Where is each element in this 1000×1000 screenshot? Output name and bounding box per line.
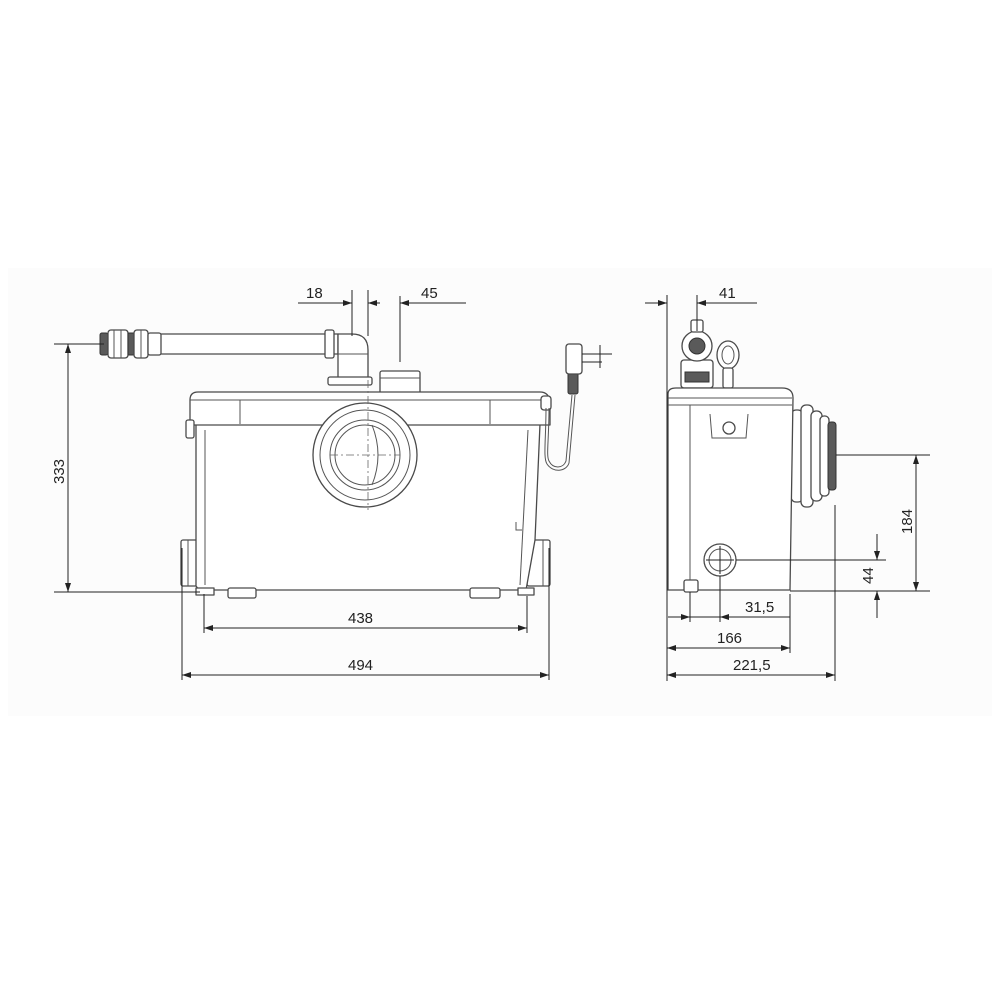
arrowhead	[667, 672, 676, 678]
arrowhead	[518, 625, 527, 631]
dimension-label: 438	[348, 610, 373, 627]
arrowhead	[667, 645, 676, 651]
outlet-cone	[790, 404, 837, 508]
arrowhead	[720, 614, 729, 620]
foot	[469, 587, 501, 599]
arrowhead	[65, 583, 71, 592]
arrowhead	[540, 672, 549, 678]
dimension-166: 166	[667, 594, 791, 653]
foot	[517, 587, 535, 596]
arrowhead	[182, 672, 191, 678]
fitting-band	[684, 371, 710, 383]
dimension-45: 45	[399, 285, 466, 362]
front-view: 18 45 333 438	[51, 285, 612, 680]
side-inlet	[703, 543, 737, 577]
main-inlet	[312, 402, 418, 508]
dimension-label: 45	[421, 285, 438, 302]
dimension-label: 494	[348, 657, 373, 674]
dimension-label: 166	[717, 630, 742, 647]
lid-clip	[540, 395, 552, 411]
dimension-184: 184	[790, 454, 930, 592]
pipe-elbow	[327, 333, 373, 386]
arrowhead	[697, 300, 706, 306]
side-body	[667, 387, 794, 591]
side-view: 41 184 44 31,5	[645, 285, 930, 681]
dimension-label: 184	[899, 509, 916, 534]
dimension-221-5: 221,5	[667, 505, 836, 681]
dimension-333: 333	[51, 343, 200, 593]
discharge-pipe	[99, 329, 339, 359]
connector-rib	[127, 332, 135, 356]
arrowhead	[874, 551, 880, 560]
dimension-494: 494	[181, 548, 550, 680]
elbow-body	[337, 333, 369, 379]
inlet-ring	[319, 409, 411, 501]
body-mark	[515, 522, 522, 531]
body-edge-line	[519, 429, 529, 586]
dimension-438: 438	[203, 594, 528, 633]
arrowhead	[204, 625, 213, 631]
arrowhead	[65, 344, 71, 353]
dimension-label: 221,5	[733, 657, 771, 674]
dimension-label: 41	[719, 285, 736, 302]
dimension-label: 18	[306, 285, 323, 302]
bracket	[709, 413, 749, 439]
dimension-41: 41	[645, 285, 757, 306]
hook-loop	[716, 340, 740, 370]
hook-stem	[722, 367, 734, 389]
arrowhead	[781, 645, 790, 651]
hook-inner	[721, 345, 735, 365]
dimension-label: 333	[51, 459, 68, 484]
arrowhead	[400, 300, 409, 306]
dimension-31-5: 31,5	[668, 576, 790, 622]
dimension-label: 31,5	[745, 599, 774, 616]
cable-line	[547, 394, 573, 468]
foot	[227, 587, 257, 599]
pipe-clamp	[324, 329, 335, 359]
cable-sleeve	[567, 371, 579, 395]
fitting-core	[688, 337, 706, 355]
dimension-18: 18	[298, 285, 380, 306]
arrowhead	[913, 582, 919, 591]
side-foot	[683, 579, 699, 593]
pipe-connector	[99, 329, 162, 359]
connector-rib	[147, 332, 162, 356]
vent-stub	[379, 370, 421, 396]
arrowhead	[826, 672, 835, 678]
arrowhead	[681, 614, 690, 620]
arrowhead	[343, 300, 352, 306]
bracket-screw	[722, 421, 736, 435]
pipe-body	[159, 333, 339, 355]
cone-tip	[827, 421, 837, 491]
power-plug	[565, 343, 583, 375]
arrowhead	[658, 300, 667, 306]
elbow-flange	[327, 376, 373, 386]
cable-line	[544, 394, 576, 471]
arrowhead	[874, 591, 880, 600]
power-cable	[544, 343, 612, 471]
dimension-44: 44	[736, 534, 886, 618]
lid-latch	[185, 419, 195, 439]
dimension-label: 44	[860, 567, 877, 584]
connector-rib	[107, 329, 129, 359]
arrowhead	[913, 455, 919, 464]
